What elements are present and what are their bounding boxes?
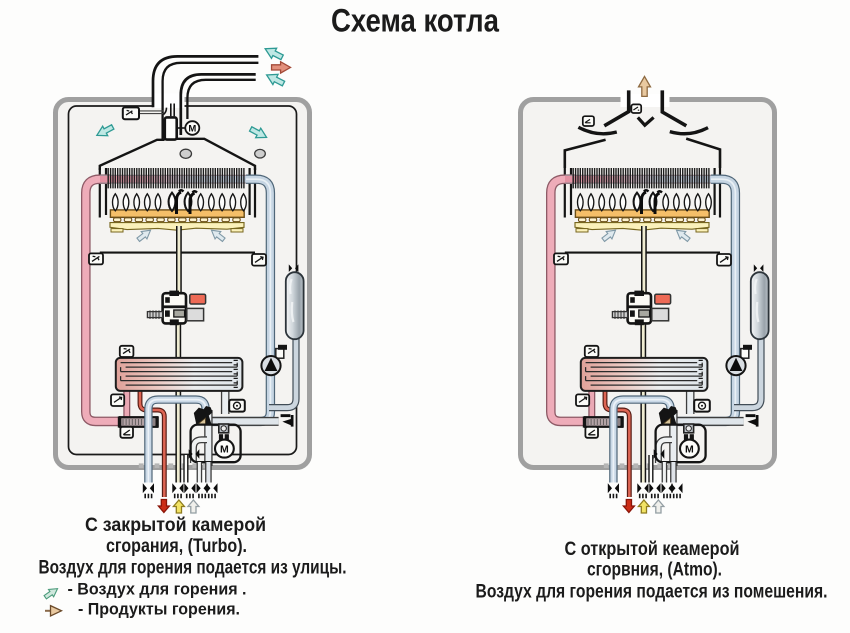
svg-text:M: M	[188, 124, 196, 135]
svg-text:С закрытой камерой: С закрытой камерой	[85, 515, 266, 536]
svg-text:С открытой кеамерой: С открытой кеамерой	[565, 539, 740, 560]
svg-text:Воздух для горения подается из: Воздух для горения подается из помешения…	[476, 582, 828, 603]
svg-text:- Продукты горения.: - Продукты горения.	[78, 600, 240, 619]
svg-text:Воздух для горения подается из: Воздух для горения подается из улицы.	[39, 558, 347, 579]
svg-text:сгорания, (Turbo).: сгорания, (Turbo).	[106, 536, 247, 557]
svg-text:- Воздух для горения .: - Воздух для горения .	[68, 580, 247, 599]
svg-text:Схема котла: Схема котла	[331, 3, 499, 39]
svg-text:сгорвния, (Atmo).: сгорвния, (Atmo).	[587, 560, 722, 581]
